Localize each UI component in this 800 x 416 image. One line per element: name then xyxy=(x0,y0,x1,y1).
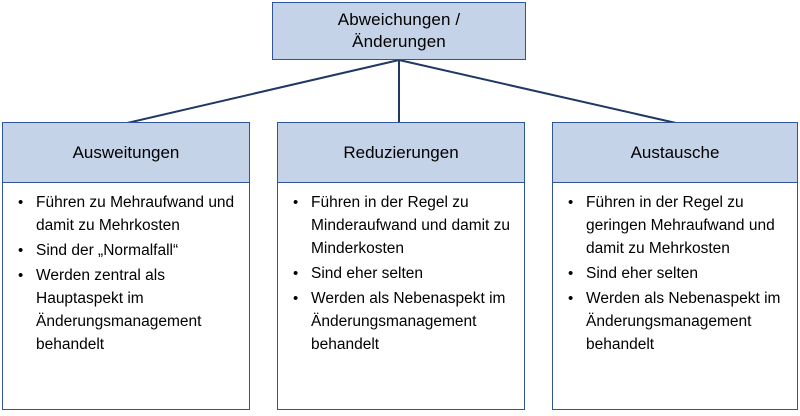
branch-node-austausche: Austausche Führen in der Regel zu gering… xyxy=(552,122,798,410)
connector-line-right xyxy=(398,59,677,124)
list-item: Werden als Nebenaspekt im Änderungsmanag… xyxy=(282,287,518,356)
list-item: Werden als Nebenaspekt im Änderungsmanag… xyxy=(557,287,791,356)
list-item: Sind der „Normalfall“ xyxy=(7,239,243,262)
branch-header-label: Reduzierungen xyxy=(343,143,459,162)
branch-node-ausweitungen: Ausweitungen Führen zu Mehraufwand und d… xyxy=(2,122,250,410)
branch-body-ausweitungen: Führen zu Mehraufwand und damit zu Mehrk… xyxy=(3,183,249,409)
bullet-list: Führen in der Regel zu geringen Mehraufw… xyxy=(557,191,791,356)
branch-body-austausche: Führen in der Regel zu geringen Mehraufw… xyxy=(553,183,797,409)
branch-header-reduzierungen: Reduzierungen xyxy=(278,123,524,183)
list-item: Führen in der Regel zu geringen Mehraufw… xyxy=(557,191,791,260)
list-item: Führen in der Regel zu Minderaufwand und… xyxy=(282,191,518,260)
bullet-list: Führen in der Regel zu Minderaufwand und… xyxy=(282,191,518,356)
root-node: Abweichungen / Änderungen xyxy=(272,2,526,60)
root-node-title: Abweichungen / Änderungen xyxy=(337,10,461,51)
branch-header-austausche: Austausche xyxy=(553,123,797,183)
branch-header-label: Austausche xyxy=(630,143,720,162)
list-item: Sind eher selten xyxy=(557,262,791,285)
branch-header-ausweitungen: Ausweitungen xyxy=(3,123,249,183)
list-item: Führen zu Mehraufwand und damit zu Mehrk… xyxy=(7,191,243,237)
list-item: Sind eher selten xyxy=(282,262,518,285)
bullet-list: Führen zu Mehraufwand und damit zu Mehrk… xyxy=(7,191,243,356)
branch-body-reduzierungen: Führen in der Regel zu Minderaufwand und… xyxy=(278,183,524,409)
list-item: Werden zentral als Hauptaspekt im Änderu… xyxy=(7,264,243,356)
connector-line-left xyxy=(126,59,400,124)
branch-header-label: Ausweitungen xyxy=(72,143,180,162)
branch-node-reduzierungen: Reduzierungen Führen in der Regel zu Min… xyxy=(277,122,525,410)
